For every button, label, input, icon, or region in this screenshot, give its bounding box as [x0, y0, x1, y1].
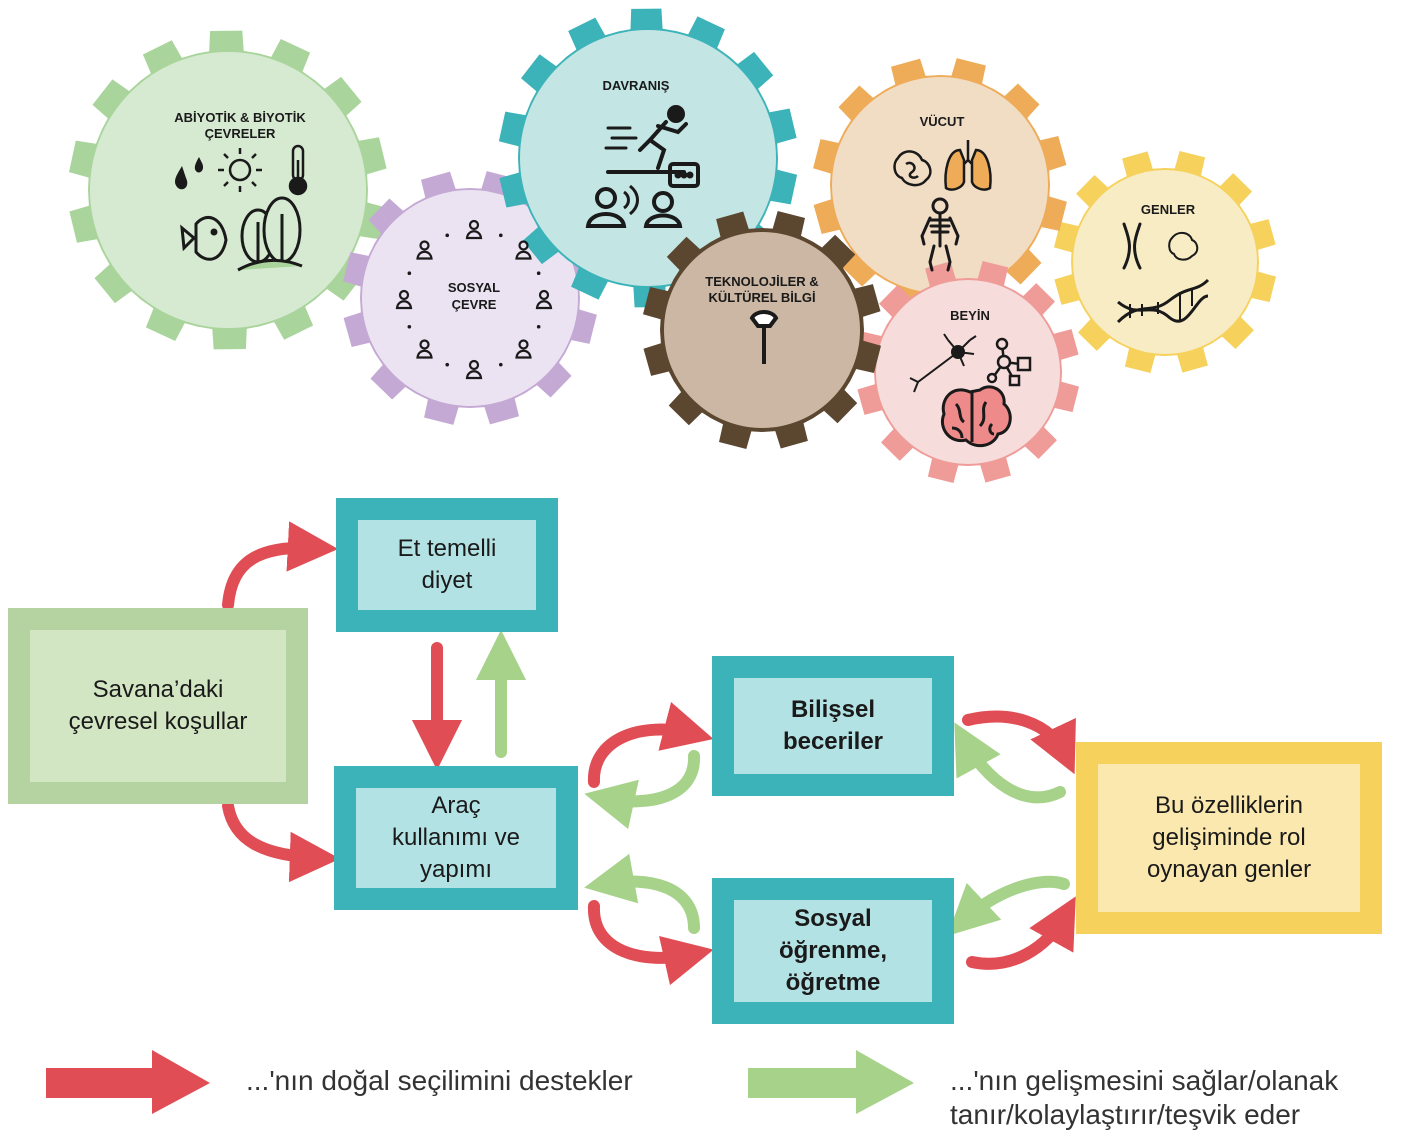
ring-dot	[445, 233, 450, 238]
box-social-learning: Sosyal öğrenme, öğretme	[712, 878, 954, 1024]
ring-dot	[536, 271, 541, 276]
ring-dot	[407, 271, 412, 276]
person-icon	[416, 240, 433, 260]
brain-icon	[941, 385, 1012, 448]
arrow-cognitive-to-genes	[962, 710, 1076, 775]
person-icon	[465, 359, 483, 380]
person-icon	[395, 289, 413, 310]
box-savanna-conditions: Savana’daki çevresel koşullar	[8, 608, 308, 804]
ring-dot	[445, 362, 450, 367]
intestine-small-icon	[1168, 232, 1199, 261]
person-icon	[416, 339, 433, 359]
person-icon	[535, 289, 553, 310]
arrow-genes-to-social	[947, 875, 1070, 936]
arrow-social-to-genes	[966, 896, 1076, 970]
legend-green-arrow	[748, 1050, 914, 1114]
box-meat-diet: Et temelli diyet	[336, 498, 558, 632]
gear-brain	[857, 261, 1079, 483]
gear-environment	[69, 30, 387, 350]
legend-green-label: ...'nın gelişmesini sağlar/olanak tanır/…	[950, 1065, 1339, 1130]
person-icon	[465, 219, 483, 240]
legend-red-label: ...'nın doğal seçilimini destekler	[246, 1065, 633, 1096]
trees-icon	[237, 196, 303, 272]
water-drops-icon	[175, 157, 204, 190]
gear-genes-label: GENLER	[1141, 202, 1196, 217]
arrow-tools-to-social	[587, 900, 714, 986]
arrow-cognitive-to-tools	[584, 750, 700, 830]
skeleton-icon	[920, 197, 960, 272]
ring-dot	[536, 324, 541, 329]
arrow-savanna-to-tools	[222, 800, 341, 883]
box-tool-use: Araç kullanımı ve yapımı	[334, 766, 578, 910]
chromosome-icon	[1122, 222, 1142, 270]
arrow-tools-to-cognitive	[588, 702, 714, 788]
speaking-person-icon	[585, 184, 639, 228]
intestine-icon	[893, 150, 932, 187]
arrow-genes-to-cognitive	[954, 722, 1066, 804]
gear-brain-label: BEYİN	[950, 308, 990, 323]
ring-dot	[498, 233, 503, 238]
lungs-icon	[944, 140, 992, 191]
ring-dot	[407, 324, 412, 329]
neuron-icon	[909, 333, 977, 393]
network-icon	[986, 337, 1032, 387]
gear-behavior-label: DAVRANIŞ	[603, 78, 670, 93]
people-ring	[395, 219, 553, 380]
hammer-icon	[749, 310, 779, 364]
box-genes: Bu özelliklerin gelişiminde rol oynayan …	[1076, 742, 1382, 934]
ring-dot	[498, 362, 503, 367]
thermometer-icon	[288, 144, 308, 196]
gear-technology-label: TEKNOLOJİLER &KÜLTÜREL BİLGİ	[705, 274, 818, 305]
chatting-person-icon	[643, 162, 700, 228]
arrow-savanna-to-diet	[222, 521, 339, 611]
flow-arrows	[222, 521, 1076, 986]
fish-icon	[180, 215, 228, 261]
box-cognitive-skills: Bilişsel beceriler	[712, 656, 954, 796]
person-icon	[515, 339, 532, 359]
gear-body-label: VÜCUT	[920, 114, 965, 129]
gear-body	[813, 58, 1067, 312]
dna-icon	[1116, 278, 1210, 324]
arrow-social-to-tools	[584, 853, 700, 934]
legend-red-arrow	[46, 1050, 210, 1114]
person-icon	[515, 240, 532, 260]
gear-genes	[1054, 151, 1276, 373]
sun-icon	[218, 148, 262, 192]
